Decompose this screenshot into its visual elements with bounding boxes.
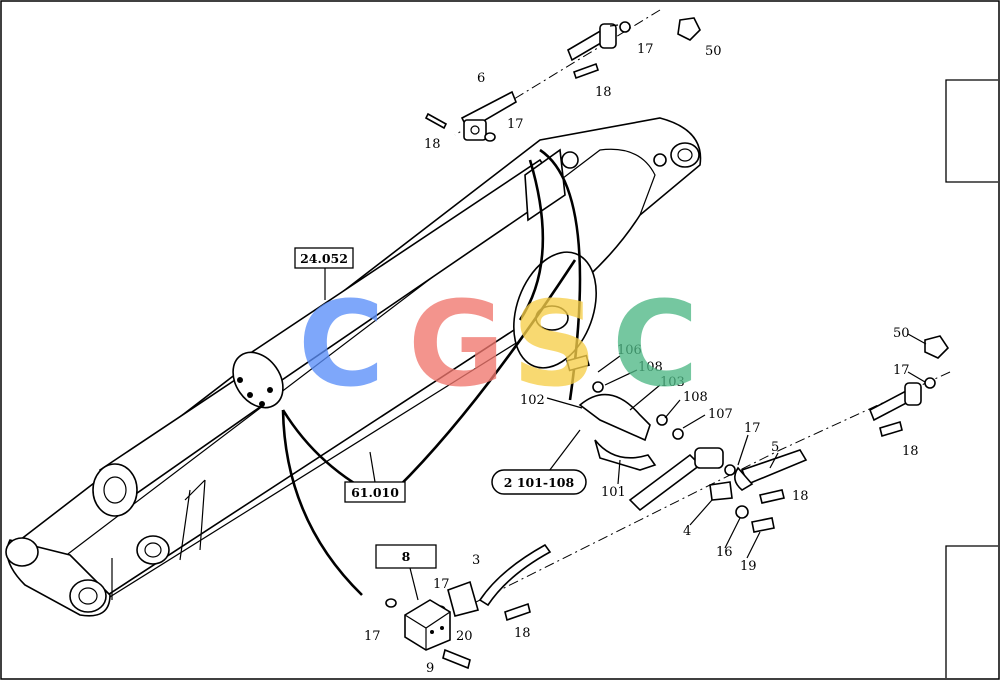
boom-reference-box: 61.010 (344, 481, 406, 503)
clamp-group-reference: 2 101-108 (504, 475, 575, 490)
hose-lower (281, 409, 363, 596)
fitting-top-assembly (567, 17, 701, 80)
clamp-assembly (566, 354, 684, 471)
hose-return (281, 259, 577, 502)
watermark-logo: C G S C (298, 275, 699, 413)
side-tab-upper (945, 79, 998, 183)
callout-18-lower: 18 (514, 626, 531, 641)
callout-20: 20 (456, 629, 473, 644)
callout-19: 19 (740, 559, 757, 574)
callout-103: 103 (660, 375, 685, 390)
callout-4: 4 (683, 524, 691, 539)
callout-3: 3 (472, 553, 480, 568)
cylinder-reference-box: 24.052 (294, 247, 354, 269)
callout-6: 6 (477, 71, 485, 86)
callout-108-b: 108 (683, 390, 708, 405)
callout-18-top: 18 (595, 85, 612, 100)
hose-upper-inner (518, 159, 545, 321)
pipe-assembly (434, 447, 775, 622)
callout-18-left: 18 (424, 137, 441, 152)
valve-block (385, 598, 471, 670)
callout-108-a: 108 (638, 360, 663, 375)
callout-18-right: 18 (902, 444, 919, 459)
callout-17-valve: 17 (364, 629, 381, 644)
callout-5: 5 (771, 440, 779, 455)
callout-18-mid: 18 (792, 489, 809, 504)
callout-50-right: 50 (893, 326, 910, 341)
valve-reference: 8 (402, 549, 411, 564)
callout-17-lower: 17 (433, 577, 450, 592)
part-callouts: 50 17 18 6 17 18 106 108 103 102 108 107… (364, 42, 919, 676)
cylinder-reference: 24.052 (300, 251, 348, 266)
watermark-letter-2: G (408, 275, 505, 413)
leader-lines (324, 24, 927, 601)
callout-106: 106 (617, 343, 642, 358)
callout-17-left: 17 (507, 117, 524, 132)
fitting-5-assembly (724, 335, 950, 504)
valve-reference-box: 8 (375, 544, 437, 569)
callout-9: 9 (426, 661, 434, 676)
hose-upper (539, 148, 582, 401)
callout-16: 16 (716, 545, 733, 560)
fitting-6-assembly (424, 90, 517, 142)
callout-101: 101 (601, 485, 626, 500)
watermark-letter-4: C (612, 275, 699, 413)
callout-17-mid: 17 (744, 421, 761, 436)
watermark-letter-3: S (512, 275, 597, 413)
watermark-letter-1: C (298, 275, 385, 413)
callout-17-top: 17 (637, 42, 654, 57)
boom-reference: 61.010 (351, 485, 399, 500)
boom-arm (5, 117, 702, 617)
callout-107: 107 (708, 407, 733, 422)
callout-17-right: 17 (893, 363, 910, 378)
callout-102: 102 (520, 393, 545, 408)
clamp-group-reference-box: 2 101-108 (491, 469, 587, 495)
side-tab-lower (945, 545, 998, 678)
callout-50-top: 50 (705, 44, 722, 59)
hydraulic-cylinder (92, 148, 566, 517)
